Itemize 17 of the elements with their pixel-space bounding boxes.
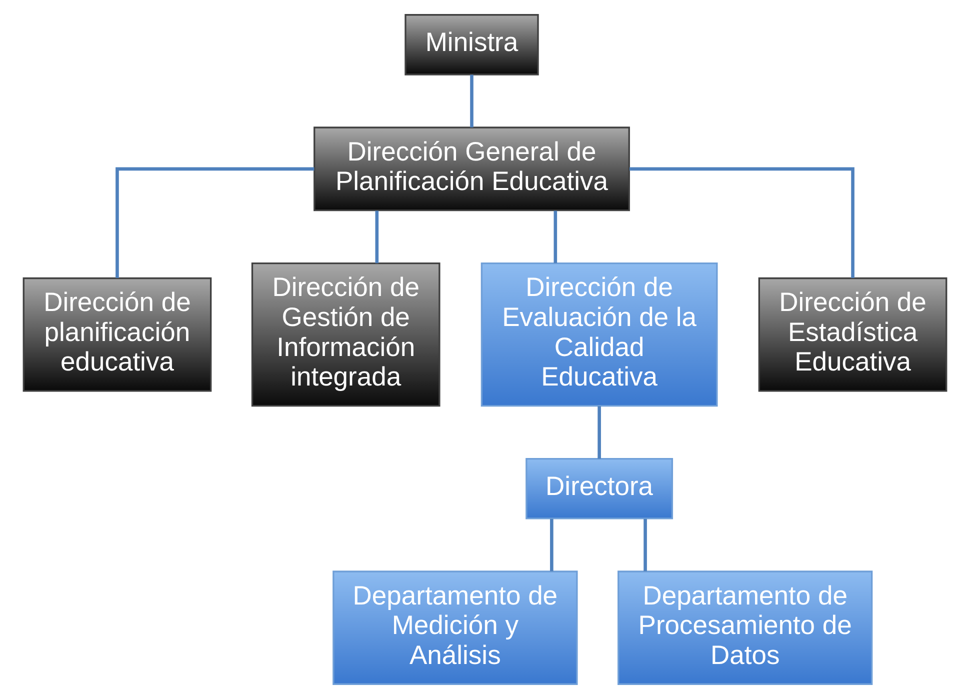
connector [374, 210, 378, 264]
connector [470, 74, 473, 128]
node-box: Dirección de Gestión de Información integrada [250, 262, 440, 407]
connector [597, 406, 600, 459]
node-box: Ministra [404, 14, 538, 76]
connector [643, 518, 646, 572]
node-box: Dirección de Estadística Educativa [758, 277, 947, 392]
node-box: Dirección General de Planificación Educativa [313, 126, 630, 212]
connector [628, 167, 854, 278]
node-box: Dirección de planificación educativa [22, 277, 212, 392]
node-box: Departamento de Medición y Análisis [332, 570, 578, 685]
connector [115, 167, 314, 278]
node-box: Departamento de Procesamiento de Datos [617, 570, 872, 685]
connector [553, 210, 557, 264]
connector [550, 518, 553, 572]
node-box: Directora [525, 458, 673, 520]
node-box: Dirección de Evaluación de la Calidad Educativa [480, 262, 718, 407]
